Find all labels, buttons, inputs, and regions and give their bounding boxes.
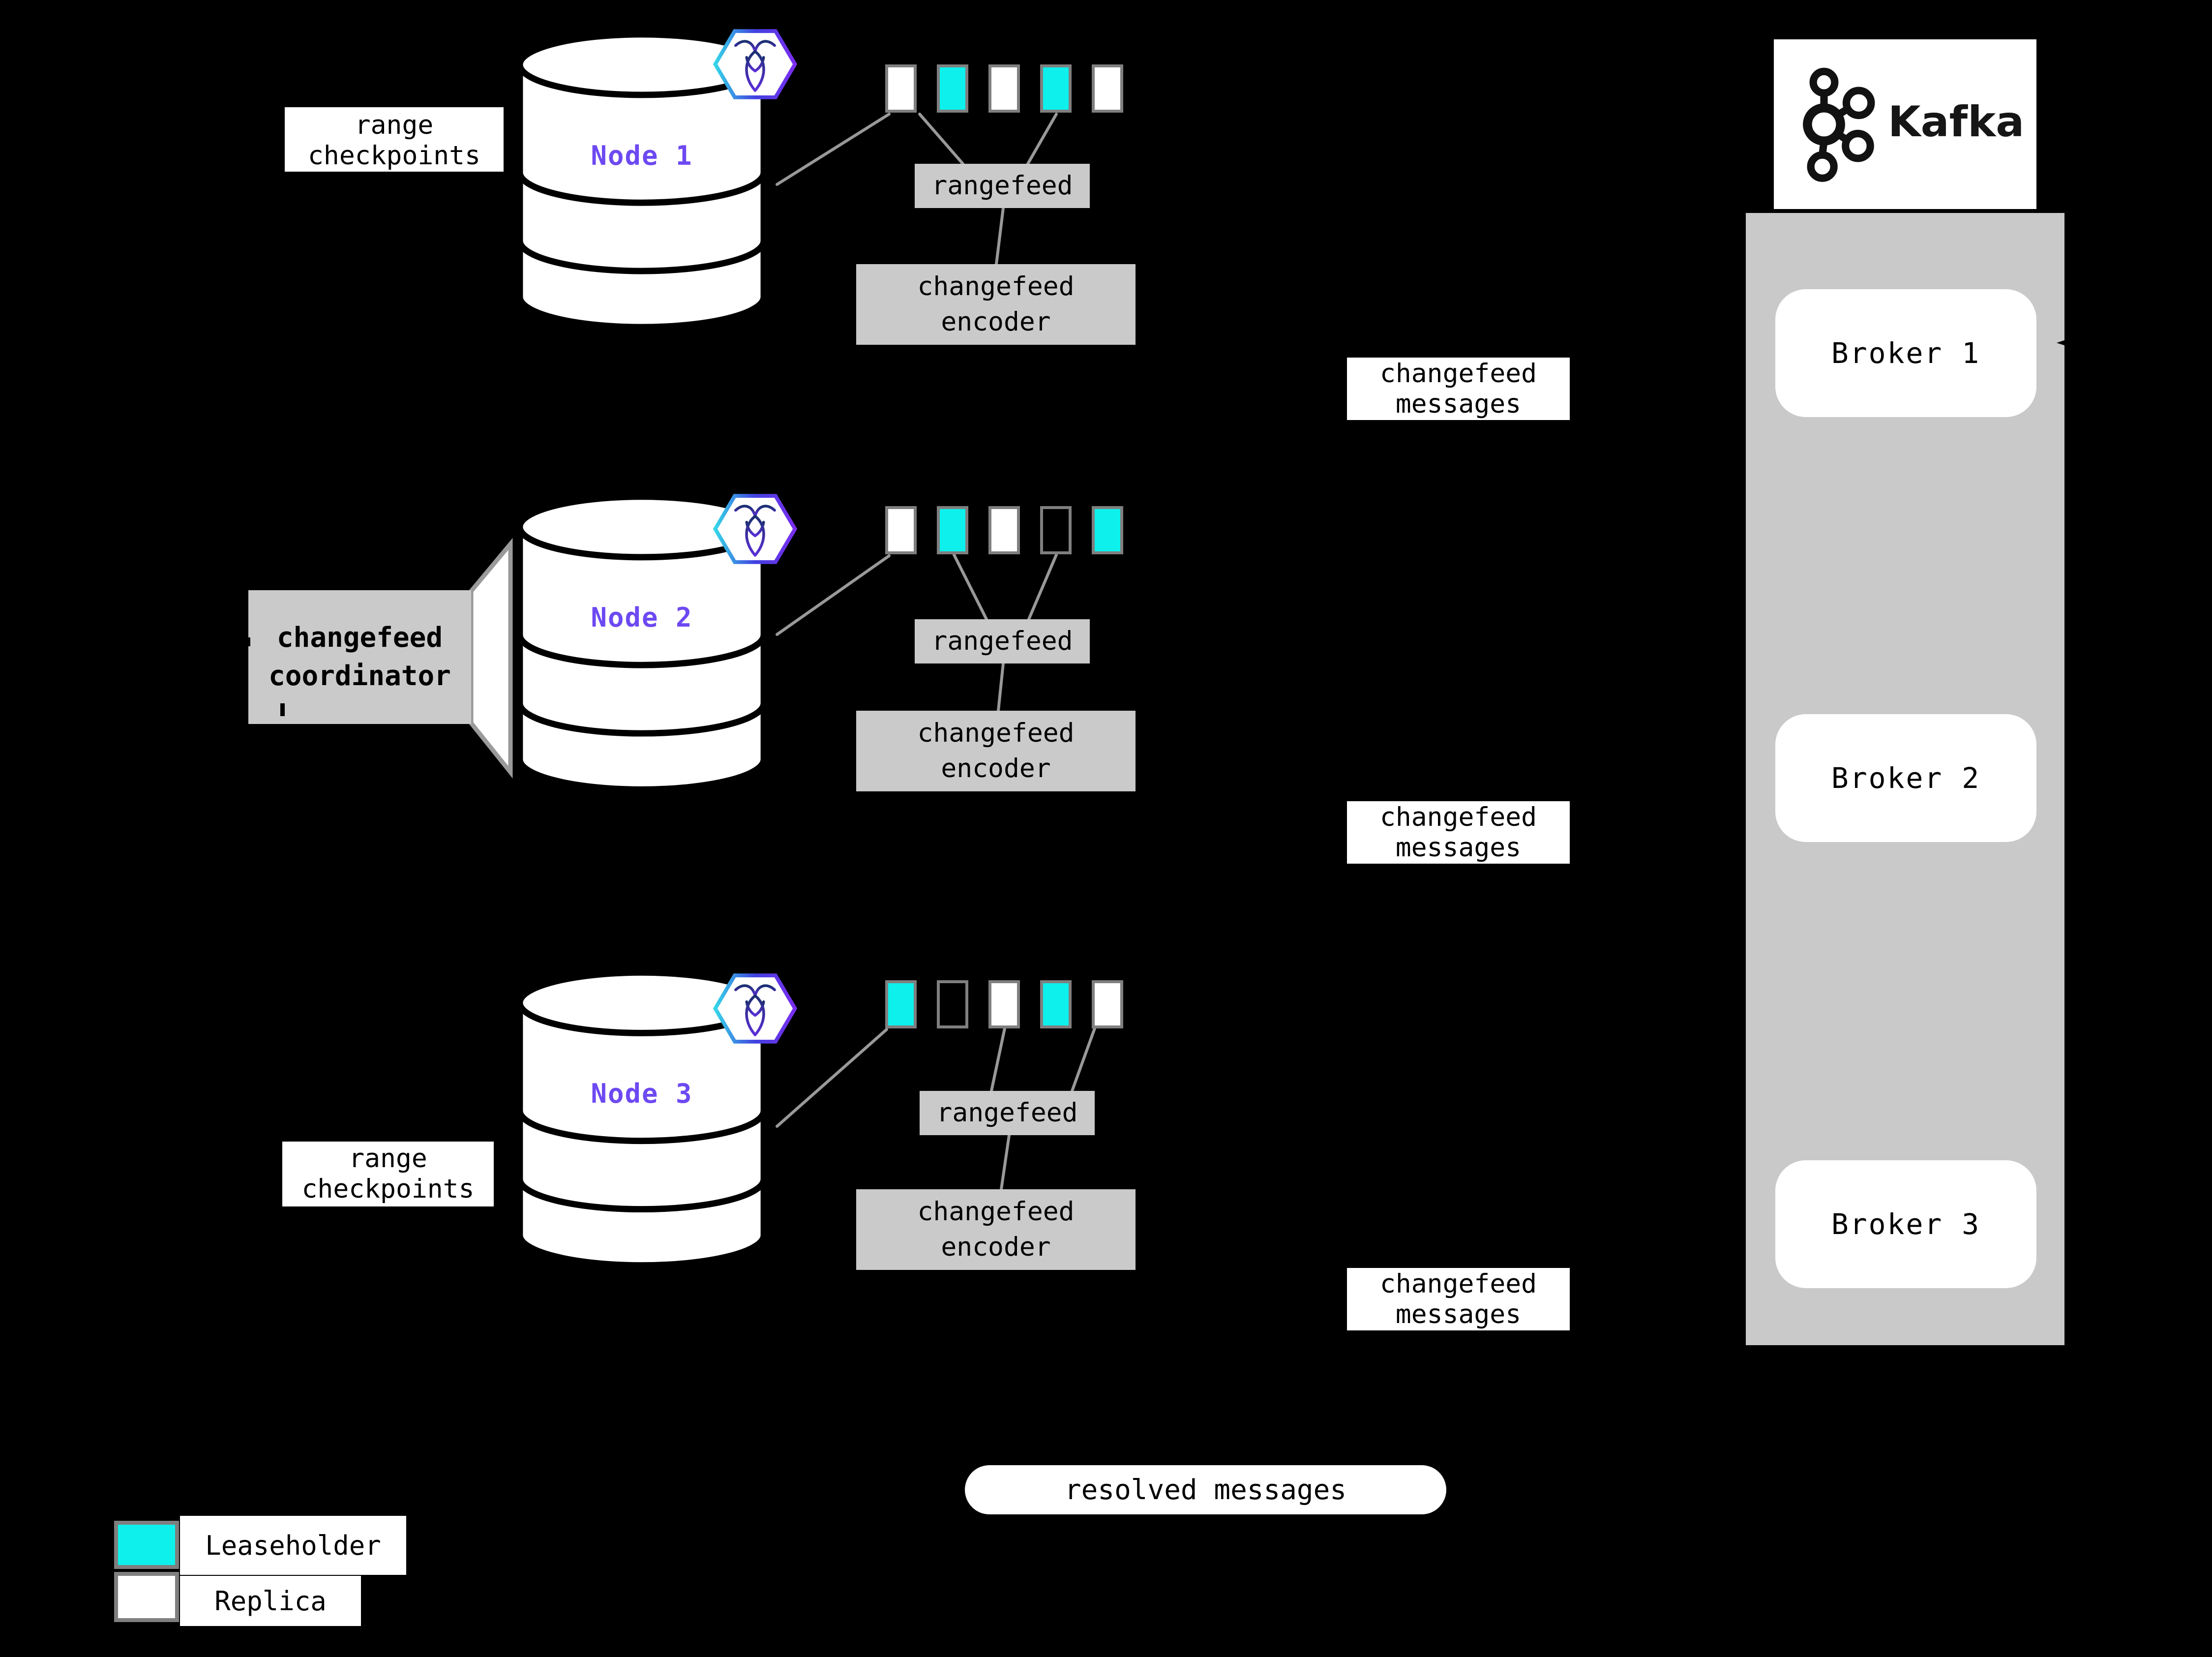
kafka-brand-text: Kafka: [1888, 97, 2025, 147]
connector-line: [995, 207, 1005, 266]
broker-box-1: Broker 1: [1775, 289, 2036, 417]
label-line: checkpoints: [308, 141, 480, 171]
changefeed-messages-label-1: changefeed messages: [1347, 358, 1570, 420]
range-rect: [988, 980, 1020, 1028]
rangefeed-box-1: rangefeed: [915, 164, 1090, 208]
connector-line: [918, 113, 964, 165]
label-line: encoder: [941, 307, 1051, 337]
range-rect: [988, 64, 1020, 113]
range-checkpoints-label-3: range checkpoints: [282, 1142, 494, 1206]
kafka-logo: Kafka: [1774, 39, 2036, 209]
range-rect: [937, 506, 968, 554]
range-rect: [1040, 980, 1072, 1028]
resolved-messages-pill: resolved messages: [965, 1465, 1446, 1514]
rangefeed-box-3: rangefeed: [920, 1091, 1095, 1135]
changefeed-messages-label-2: changefeed messages: [1347, 801, 1570, 864]
range-rect: [885, 980, 917, 1028]
label-line: changefeed: [1379, 1268, 1537, 1299]
changefeed-messages-label-3: changefeed messages: [1347, 1268, 1570, 1330]
broker-box-2: Broker 2: [1775, 714, 2036, 842]
label-line: messages: [1395, 389, 1522, 419]
arrow-fragment: [280, 703, 285, 716]
kafka-logo-icon: [1803, 67, 1875, 182]
changefeed-coordinator-label: changefeed coordinator: [248, 590, 471, 724]
range-rect: [1092, 64, 1123, 113]
connector-line: [953, 553, 988, 621]
connector-line: [1027, 553, 1058, 621]
changefeed-encoder-box-1: changefeed encoder: [856, 264, 1136, 345]
label-line: rangefeed: [931, 626, 1073, 656]
label-line: rangefeed: [931, 171, 1073, 201]
connector-line: [1071, 1027, 1096, 1092]
legend-replica-label: Replica: [180, 1576, 361, 1626]
database-cylinder-icon-1: [516, 31, 767, 331]
legend-replica-swatch: [114, 1572, 179, 1622]
changefeed-encoder-box-2: changefeed encoder: [856, 711, 1136, 791]
range-rect: [937, 64, 968, 113]
cockroachdb-icon: [713, 29, 798, 99]
connector-line: [776, 113, 891, 186]
changefeed-encoder-box-3: changefeed encoder: [856, 1189, 1136, 1270]
label-line: range: [349, 1144, 427, 1174]
range-rect: [1092, 506, 1123, 554]
connector-line: [990, 1027, 1006, 1092]
connector-line: [997, 662, 1005, 712]
rangefeed-box-2: rangefeed: [915, 619, 1090, 663]
label-line: encoder: [941, 1232, 1051, 1262]
label-line: range: [355, 110, 434, 140]
cockroachdb-icon: [713, 494, 798, 564]
connector-line: [776, 1028, 888, 1128]
coordinator-flag-icon: [469, 538, 513, 779]
range-rect: [1040, 506, 1072, 554]
connector-line: [776, 554, 891, 636]
database-cylinder-icon-3: [516, 969, 767, 1269]
node-name-label-2: Node 2: [591, 602, 693, 633]
range-rect: [937, 980, 968, 1028]
connector-line: [1000, 1134, 1011, 1191]
connector-line: [1026, 113, 1058, 165]
range-rect: [988, 506, 1020, 554]
range-checkpoints-label-1: range checkpoints: [285, 107, 504, 172]
legend-leaseholder-label: Leaseholder: [180, 1516, 406, 1575]
arrow-fragment: [244, 637, 250, 646]
range-rect: [885, 506, 917, 554]
label-line: changefeed: [917, 1197, 1075, 1227]
label-line: changefeed: [1379, 358, 1537, 389]
label-line: messages: [1395, 832, 1522, 863]
label-line: checkpoints: [301, 1174, 475, 1204]
node-name-label-3: Node 3: [591, 1078, 693, 1109]
label-line: coordinator: [269, 660, 451, 692]
label-line: changefeed: [1379, 802, 1537, 832]
cockroachdb-icon: [713, 973, 798, 1044]
legend-leaseholder-swatch: [114, 1521, 179, 1569]
range-rect: [885, 64, 917, 113]
label-line: rangefeed: [936, 1098, 1078, 1128]
range-rect: [1040, 64, 1072, 113]
label-line: messages: [1395, 1299, 1522, 1329]
label-line: changefeed: [917, 718, 1075, 748]
label-line: changefeed: [276, 622, 443, 654]
range-rect: [1092, 980, 1123, 1028]
broker-box-3: Broker 3: [1775, 1160, 2036, 1288]
label-line: changefeed: [917, 271, 1075, 301]
label-line: encoder: [941, 753, 1051, 783]
node-name-label-1: Node 1: [591, 140, 693, 171]
